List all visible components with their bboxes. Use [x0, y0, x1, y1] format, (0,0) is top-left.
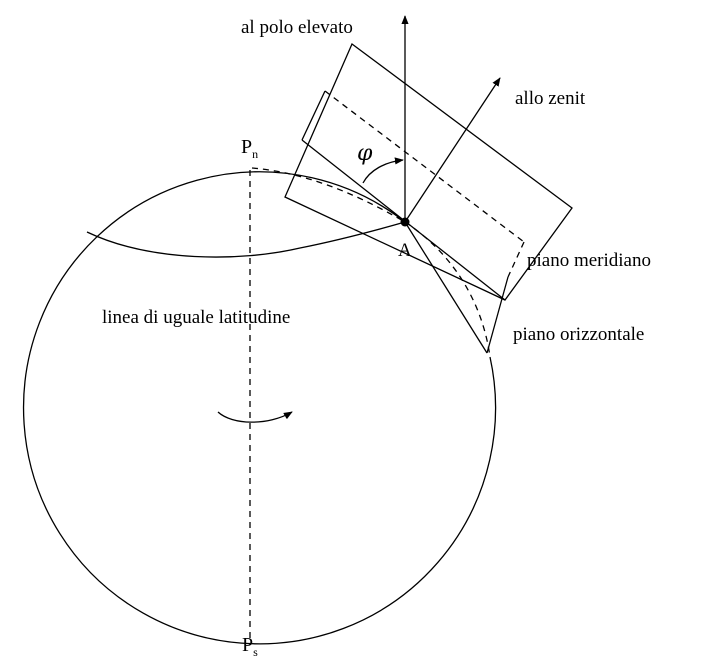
globe-outline [22, 171, 497, 645]
latitude-line [86, 221, 406, 258]
meridian-plane-edge-top [324, 90, 525, 243]
label-latitude-line: linea di uguale latitudine [102, 307, 290, 328]
globe-hidden-arc [404, 221, 491, 358]
label-zenith: allo zenit [515, 88, 586, 109]
angle-phi-arc [362, 157, 404, 184]
zenith-arrow [404, 77, 501, 223]
label-north-pole: Pn [241, 136, 258, 161]
label-horizontal-plane: piano orizzontale [513, 324, 644, 345]
label-south-pole: Ps [242, 634, 258, 659]
label-angle-phi: φ [357, 141, 373, 166]
meridian-plane-edge-left [301, 90, 326, 141]
label-meridian-plane: piano meridiano [527, 250, 651, 271]
label-point-a: A [398, 240, 412, 261]
point-a-dot [400, 217, 410, 227]
meridian-plane-edge-right-solid [486, 276, 509, 354]
horizon-dashed-arc [251, 167, 406, 223]
rotation-arrow [217, 411, 293, 423]
label-pole-up: al polo elevato [241, 17, 353, 38]
meridian-plane-edge-right [507, 241, 525, 278]
meridian-plane-edge-bottom [404, 221, 488, 354]
